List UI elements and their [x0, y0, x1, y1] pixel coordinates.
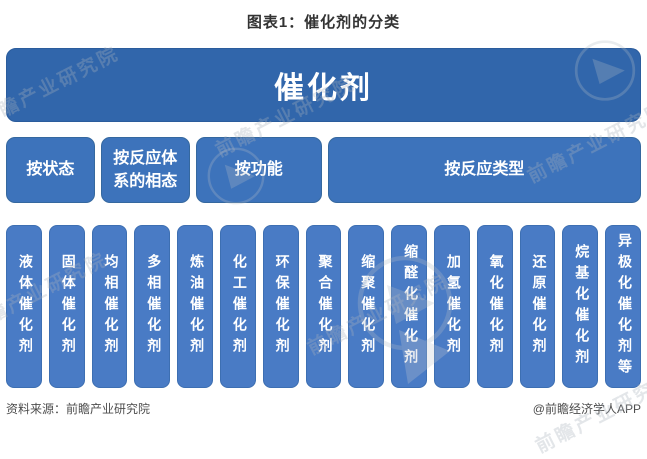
- leaf-homogeneous-catalyst: 均相催化剂: [91, 225, 128, 388]
- leaf-label: 氧化催化剂: [487, 254, 503, 359]
- leaf-label: 均相催化剂: [102, 254, 118, 359]
- leaf-oxidation-catalyst: 氧化催化剂: [476, 225, 513, 388]
- leaf-label: 多相催化剂: [145, 254, 161, 359]
- leaf-label: 聚合催化剂: [316, 254, 332, 359]
- leaf-acetalization-catalyst: 缩醛化催化剂: [391, 225, 427, 388]
- footer: 资料来源：前瞻产业研究院 @前瞻经济学人APP: [6, 400, 641, 417]
- leaf-label: 化工催化剂: [230, 254, 246, 359]
- leaf-heteropolar-catalyst-etc: 异极化催化剂等: [605, 225, 641, 388]
- category-by-function: 按功能: [195, 137, 322, 203]
- chart-title: 图表1：催化剂的分类: [246, 14, 401, 31]
- leaf-row: 液体催化剂 固体催化剂 均相催化剂 多相催化剂 炼油催化剂 化工催化剂 环保催化…: [6, 225, 641, 388]
- leaf-liquid-catalyst: 液体催化剂: [6, 225, 42, 388]
- source-note: 资料来源：前瞻产业研究院: [6, 402, 151, 416]
- root-node-catalyst: 催化剂: [6, 48, 641, 122]
- credit-note: @前瞻经济学人APP: [532, 402, 641, 416]
- leaf-oil-refining-catalyst: 炼油催化剂: [177, 225, 213, 388]
- leaf-label: 缩聚催化剂: [359, 254, 375, 359]
- root-node-label: 催化剂: [274, 72, 373, 105]
- leaf-heterogeneous-catalyst: 多相催化剂: [134, 225, 171, 388]
- leaf-label: 异极化催化剂等: [616, 233, 632, 380]
- category-by-state: 按状态: [6, 137, 95, 203]
- leaf-alkylation-catalyst: 烷基化催化剂: [562, 225, 599, 388]
- leaf-label: 固体催化剂: [59, 254, 75, 359]
- leaf-environmental-catalyst: 环保催化剂: [262, 225, 299, 388]
- leaf-polycondensation-catalyst: 缩聚催化剂: [348, 225, 385, 388]
- leaf-label: 烷基化催化剂: [573, 243, 589, 370]
- category-row: 按状态 按反应体系的相态 按功能 按反应类型: [6, 137, 641, 203]
- leaf-polymerization-catalyst: 聚合催化剂: [305, 225, 342, 388]
- leaf-chemical-catalyst: 化工催化剂: [219, 225, 256, 388]
- leaf-label: 加氢催化剂: [444, 254, 460, 359]
- leaf-label: 炼油催化剂: [188, 254, 204, 359]
- leaf-label: 还原催化剂: [530, 254, 546, 359]
- leaf-label: 缩醛化催化剂: [402, 243, 418, 370]
- leaf-hydrogenation-catalyst: 加氢催化剂: [433, 225, 470, 388]
- leaf-reduction-catalyst: 还原催化剂: [519, 225, 556, 388]
- leaf-solid-catalyst: 固体催化剂: [48, 225, 85, 388]
- leaf-label: 环保催化剂: [273, 254, 289, 359]
- leaf-label: 液体催化剂: [16, 254, 32, 359]
- category-by-reaction-type: 按反应类型: [327, 137, 641, 203]
- category-by-reaction-system-phase: 按反应体系的相态: [100, 137, 190, 203]
